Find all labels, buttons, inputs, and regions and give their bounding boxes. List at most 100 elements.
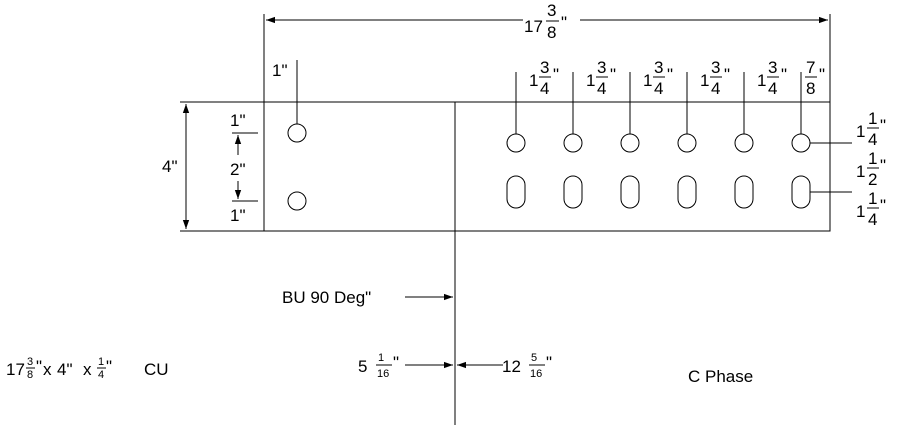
svg-text:4: 4	[540, 79, 549, 98]
svg-text:4: 4	[711, 79, 720, 98]
svg-text:4: 4	[768, 79, 777, 98]
top-spacing-3: 1 3 4 "	[643, 58, 673, 98]
left-offset-label: 1"	[272, 61, 288, 80]
svg-text:": "	[393, 353, 399, 372]
left-vertical-middle: 2"	[230, 160, 246, 179]
svg-text:16: 16	[377, 368, 389, 380]
right-vertical-dimension: 1 1 4 " 1 1 2 " 1 1 4 "	[810, 109, 886, 229]
svg-text:4: 4	[868, 130, 877, 149]
top-spacing-1: 1 3 4 "	[529, 58, 559, 98]
bend-label: BU 90 Deg"	[282, 288, 371, 307]
svg-text:": "	[880, 196, 886, 215]
svg-text:1: 1	[757, 71, 766, 90]
svg-text:1: 1	[378, 352, 384, 364]
svg-text:8: 8	[27, 369, 33, 381]
left-hole-bottom	[287, 191, 307, 211]
round-hole	[734, 133, 754, 153]
svg-text:3: 3	[654, 58, 663, 77]
round-hole	[563, 133, 583, 153]
svg-text:3: 3	[27, 356, 33, 368]
overall-length-whole: 17	[524, 17, 543, 36]
phase-label: C Phase	[688, 367, 753, 386]
right-vertical-1: 1 1 4 "	[856, 109, 886, 149]
svg-text:1: 1	[868, 149, 877, 168]
svg-text:x: x	[43, 360, 52, 379]
round-hole	[677, 133, 697, 153]
svg-text:1: 1	[856, 202, 865, 221]
svg-text:4: 4	[597, 79, 606, 98]
height-dimension: 4"	[162, 101, 264, 232]
overall-length-num: 3	[547, 1, 556, 20]
svg-text:1: 1	[643, 71, 652, 90]
svg-text:1: 1	[586, 71, 595, 90]
slot-hole	[791, 175, 811, 209]
svg-text:1: 1	[98, 356, 104, 368]
svg-text:4: 4	[98, 369, 104, 381]
svg-text:1: 1	[529, 71, 538, 90]
right-vertical-2: 1 1 2 "	[856, 149, 886, 189]
right-holes	[506, 133, 811, 209]
overall-length-den: 8	[547, 23, 556, 42]
svg-text:CU: CU	[144, 360, 169, 379]
slot-hole	[677, 175, 697, 209]
bend-callout: BU 90 Deg"	[282, 288, 453, 307]
left-offset-dimension: 1"	[272, 60, 298, 124]
bend-right-dimension: 12 5 16 "	[457, 352, 552, 380]
svg-text:4: 4	[868, 210, 877, 229]
round-hole	[506, 133, 526, 153]
svg-text:3: 3	[768, 58, 777, 77]
slot-hole	[620, 175, 640, 209]
svg-text:": "	[819, 65, 825, 84]
svg-text:": "	[546, 353, 552, 372]
left-vertical-top: 1"	[230, 111, 246, 130]
slot-hole	[563, 175, 583, 209]
top-spacing-leaders	[515, 72, 802, 134]
right-vertical-3: 1 1 4 "	[856, 189, 886, 229]
svg-text:": "	[36, 357, 42, 376]
top-spacing-5: 1 3 4 "	[757, 58, 787, 98]
svg-text:12: 12	[502, 357, 521, 376]
svg-text:": "	[880, 156, 886, 175]
svg-text:2: 2	[868, 170, 877, 189]
svg-text:": "	[561, 13, 567, 32]
svg-text:3: 3	[711, 58, 720, 77]
svg-text:": "	[667, 65, 673, 84]
svg-text:4: 4	[654, 79, 663, 98]
svg-text:3: 3	[597, 58, 606, 77]
bar-outline	[263, 101, 831, 232]
svg-text:x: x	[83, 360, 92, 379]
top-spacing-4: 1 3 4 "	[700, 58, 730, 98]
slot-hole	[734, 175, 754, 209]
round-hole	[620, 133, 640, 153]
slot-hole	[506, 175, 526, 209]
svg-text:3: 3	[540, 58, 549, 77]
top-spacing-6: 7 8 "	[805, 58, 825, 98]
svg-text:": "	[724, 65, 730, 84]
svg-text:16: 16	[530, 368, 542, 380]
height-label: 4"	[162, 157, 178, 176]
overall-length-dimension: 17 3 8 "	[263, 1, 831, 102]
svg-text:17: 17	[6, 360, 25, 379]
svg-text:7: 7	[806, 58, 815, 77]
left-hole-top	[287, 123, 307, 143]
svg-text:8: 8	[806, 79, 815, 98]
svg-text:1: 1	[856, 122, 865, 141]
svg-text:": "	[880, 116, 886, 135]
svg-text:5: 5	[531, 352, 537, 364]
svg-text:1: 1	[700, 71, 709, 90]
svg-text:": "	[553, 65, 559, 84]
left-vertical-dimension: 1" 2" 1"	[230, 111, 258, 225]
svg-text:4": 4"	[57, 360, 73, 379]
svg-text:1: 1	[868, 109, 877, 128]
top-spacing-2: 1 3 4 "	[586, 58, 616, 98]
round-hole	[791, 133, 811, 153]
svg-text:1: 1	[856, 162, 865, 181]
svg-text:": "	[781, 65, 787, 84]
bar-spec: 17 3 8 " x 4" x 1 4 " CU	[6, 356, 169, 381]
svg-text:1: 1	[868, 189, 877, 208]
svg-text:": "	[610, 65, 616, 84]
bend-left-dimension: 5 1 16 "	[358, 352, 453, 380]
svg-text:": "	[106, 357, 112, 376]
left-vertical-bottom: 1"	[230, 206, 246, 225]
